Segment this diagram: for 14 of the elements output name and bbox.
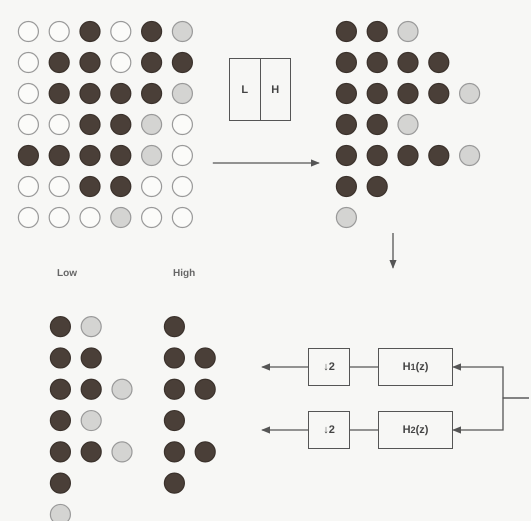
box-label: H	[260, 59, 290, 120]
box-label: L	[240, 84, 250, 96]
arrow	[452, 397, 529, 434]
filter-box: ↓2	[308, 411, 350, 449]
arrow	[212, 159, 320, 167]
arrow	[389, 233, 397, 269]
arrow	[261, 363, 308, 371]
filter-box	[229, 58, 291, 121]
column-label: Low	[57, 268, 77, 279]
filter-box: ↓2	[308, 348, 350, 386]
connector-line	[350, 429, 378, 431]
arrow	[261, 426, 308, 434]
column-label: High	[173, 268, 196, 279]
connector-line	[350, 366, 378, 368]
